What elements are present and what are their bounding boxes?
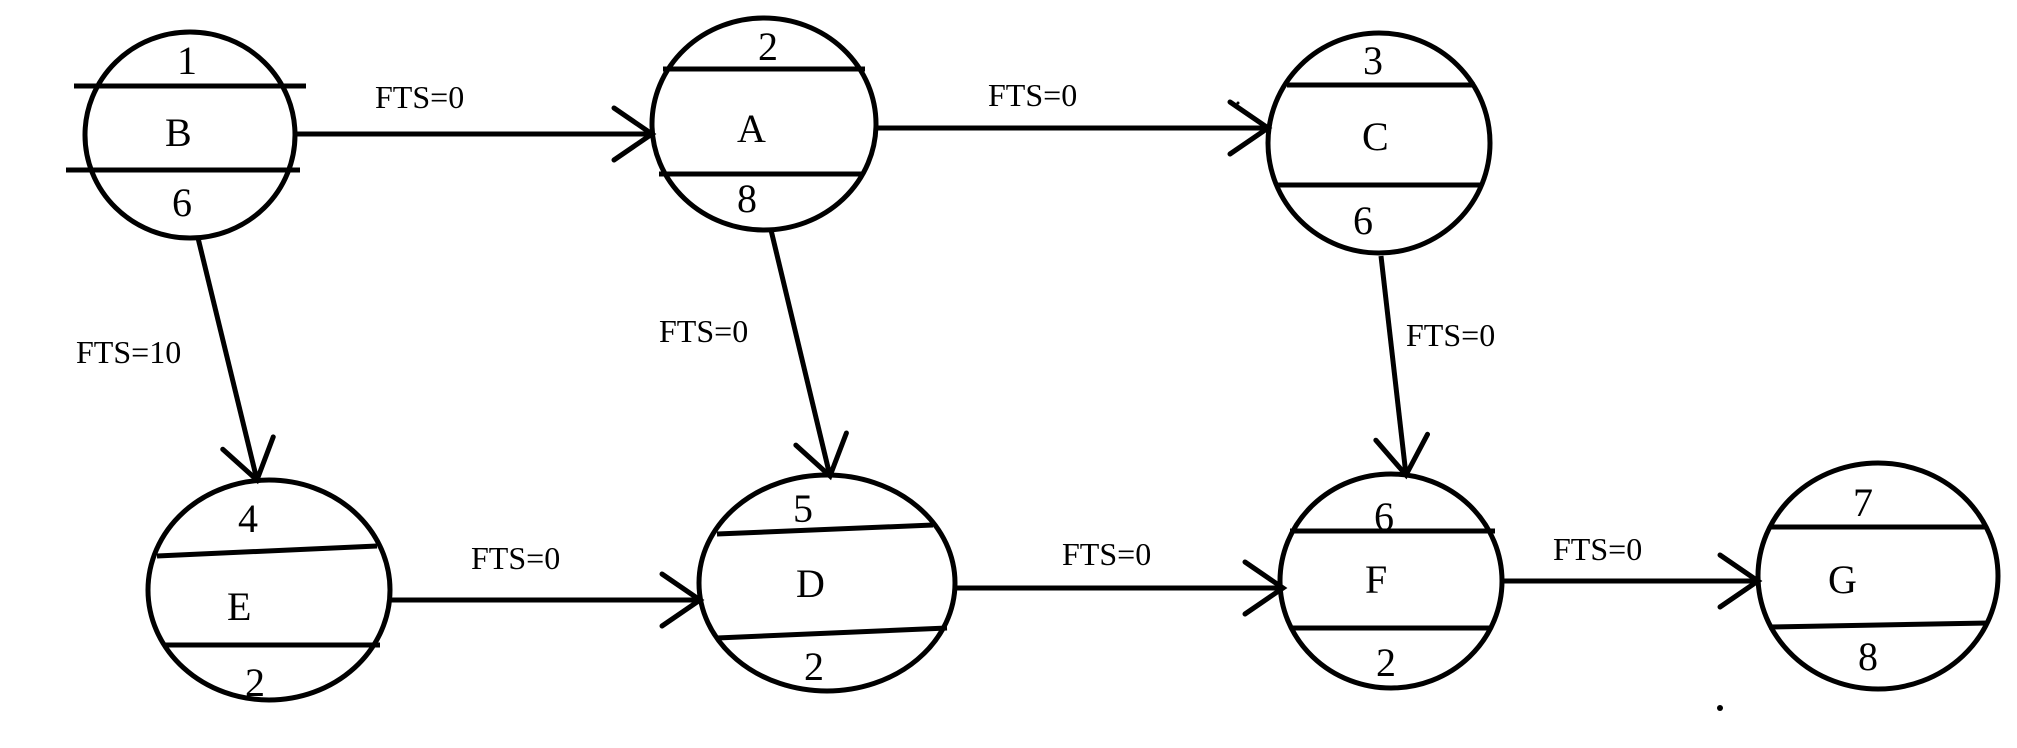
node-activity-name: A — [737, 106, 766, 151]
node-b[interactable]: 1B 6 — [66, 29, 306, 241]
edge-a-to-d — [768, 229, 849, 481]
node-f[interactable]: 6F 2 — [1277, 471, 1505, 691]
edge-label: FTS=0 — [1062, 536, 1151, 572]
edge-line — [1378, 255, 1409, 476]
stray-speck — [1236, 101, 1240, 105]
edge-b-to-e — [195, 237, 276, 485]
node-ellipse — [1265, 30, 1493, 256]
edges-layer — [195, 99, 1763, 629]
node-bottom-divider — [1768, 620, 1989, 630]
node-d[interactable]: 5D 2 — [696, 472, 958, 694]
edge-e-to-d — [390, 571, 705, 629]
node-ellipse — [82, 29, 298, 241]
node-sequence-number: 2 — [758, 24, 778, 69]
node-top-divider — [156, 543, 378, 559]
edge-label: FTS=10 — [76, 334, 181, 370]
node-c[interactable]: 3C 6 — [1265, 30, 1493, 256]
node-top-divider — [716, 522, 934, 537]
edge-label: FTS=0 — [659, 313, 748, 349]
node-activity-name: F — [1365, 557, 1387, 602]
node-bottom-divider — [716, 625, 948, 641]
edge-c-to-f — [1373, 255, 1431, 480]
edge-line — [195, 237, 260, 481]
node-ellipse — [145, 477, 393, 703]
node-duration: 8 — [1858, 634, 1878, 679]
node-e[interactable]: 4E 2 — [145, 477, 393, 705]
edge-label: FTS=0 — [375, 79, 464, 115]
node-activity-name: C — [1362, 114, 1389, 159]
node-activity-name: E — [227, 584, 251, 629]
node-ellipse — [1277, 471, 1505, 691]
node-activity-name: B — [165, 110, 192, 155]
node-sequence-number: 1 — [177, 38, 197, 83]
edge-label: FTS=0 — [988, 77, 1077, 113]
node-duration: 6 — [1353, 198, 1373, 243]
edge-label: FTS=0 — [471, 540, 560, 576]
node-sequence-number: 3 — [1363, 38, 1383, 83]
node-activity-name: G — [1828, 557, 1857, 602]
edge-line — [768, 229, 833, 477]
node-ellipse — [649, 15, 879, 233]
node-duration: 2 — [804, 644, 824, 689]
node-sequence-number: 4 — [238, 496, 258, 541]
node-sequence-number: 6 — [1374, 494, 1394, 539]
node-duration: 6 — [172, 180, 192, 225]
stray-dot — [1717, 705, 1723, 711]
node-sequence-number: 7 — [1853, 480, 1873, 525]
node-activity-name: D — [796, 561, 825, 606]
edge-label: FTS=0 — [1553, 531, 1642, 567]
node-ellipse — [696, 472, 958, 694]
edge-label: FTS=0 — [1406, 317, 1495, 353]
node-duration: 2 — [1376, 640, 1396, 685]
node-duration: 2 — [245, 660, 265, 705]
arrow-head-icon — [1242, 559, 1288, 617]
edge-b-to-a — [295, 105, 657, 163]
node-ellipse — [1755, 460, 2001, 692]
edge-d-to-f — [955, 559, 1288, 617]
node-sequence-number: 5 — [793, 486, 813, 531]
node-g[interactable]: 7G8 — [1755, 460, 2001, 692]
node-duration: 8 — [737, 176, 757, 221]
node-a[interactable]: 2A 8 — [649, 15, 879, 233]
